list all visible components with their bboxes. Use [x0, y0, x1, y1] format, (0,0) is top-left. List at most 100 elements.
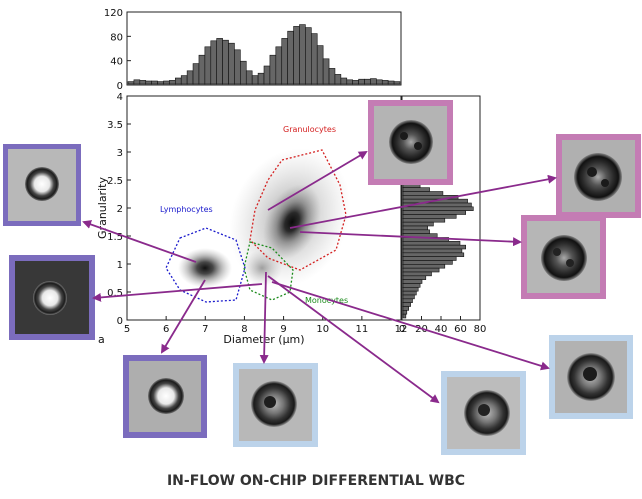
right-histogram-bar [402, 244, 467, 250]
x-tick-label: 8 [241, 324, 247, 335]
top-histogram-bar [234, 49, 241, 85]
top-histogram-bar [328, 68, 336, 85]
right-histogram-bar [402, 264, 446, 269]
right-histogram-bar [402, 310, 408, 315]
thumbnail-monocyte-2 [441, 371, 526, 455]
density-granulocyte [262, 184, 322, 260]
y-tick-label: 1 [117, 260, 123, 271]
right-histogram-bar [402, 271, 432, 277]
right-histogram-bar [402, 252, 465, 257]
right-histogram-bar [402, 221, 434, 227]
top-histogram-bar [228, 42, 235, 85]
right-histogram-bar [402, 225, 429, 231]
arrow-to-monocyte-1 [259, 271, 269, 364]
right-histogram-bar [402, 256, 457, 261]
top-histogram-bar [305, 27, 312, 85]
right-histogram-bar [402, 294, 415, 300]
gate-granulocytes [249, 149, 347, 271]
right-histogram-bar [402, 275, 427, 280]
thumbnail-granulocyte-1 [368, 100, 453, 185]
x-tick-label: 7 [202, 324, 208, 335]
arrow-to-lymphocyte-2 [92, 283, 263, 302]
top-histogram-bar [139, 80, 147, 85]
top-histogram-bar [334, 74, 342, 85]
top-histogram-bar [222, 39, 229, 85]
arrow-to-granulocyte-1 [267, 150, 368, 211]
x-tick-label: 5 [124, 324, 130, 335]
top-histogram-bar [180, 75, 188, 85]
top-histogram-bar [364, 78, 371, 85]
top-histogram-bar [352, 80, 359, 85]
right-histogram-bar [402, 187, 430, 192]
gates [165, 149, 347, 303]
thumbnail-granulocyte-2 [556, 134, 641, 218]
top-histogram-bar [257, 72, 265, 85]
arrow-to-monocyte-3 [271, 281, 550, 371]
top-histogram-bar [186, 70, 194, 85]
right-x-tick-label: 40 [435, 324, 448, 335]
top-histogram-bar [251, 75, 259, 85]
top-histogram-bar [245, 70, 253, 85]
y-tick-label: 4 [117, 92, 123, 103]
top-histogram-bar [387, 80, 395, 85]
gate-label-granulocytes: Granulocytes [283, 125, 336, 134]
gate-label-lymphocytes: Lymphocytes [160, 205, 213, 214]
right-x-tick-label: 60 [454, 324, 467, 335]
y-tick-label: 2 [117, 204, 123, 215]
right-histogram-bar [402, 260, 453, 265]
top-histogram-bar [281, 38, 288, 85]
x-tick-label: 10 [316, 324, 329, 335]
right-histogram-bar [402, 191, 444, 196]
right-histogram-bar [402, 290, 417, 296]
top-histogram-bar [393, 81, 401, 85]
arrow-to-lymphocyte-3 [160, 279, 206, 354]
top-histogram-bar [204, 46, 212, 85]
top-y-tick-label: 80 [110, 32, 123, 43]
thumbnail-lymphocyte-2 [9, 255, 95, 340]
top-histogram-bar [340, 77, 348, 85]
top-histogram-bar [376, 79, 383, 85]
thumbnail-monocyte-1 [233, 363, 318, 447]
top-histogram-bar [275, 46, 283, 85]
y-tick-label: 2.5 [107, 176, 123, 187]
top-histogram-bar [216, 38, 223, 85]
right-histogram-bar [402, 302, 411, 307]
right-x-tick-label: 0 [399, 324, 405, 335]
arrow-to-granulocyte-2 [289, 174, 557, 229]
right-histogram-bar [402, 298, 413, 303]
top-histogram-bar [311, 33, 318, 85]
right-histogram-bars [402, 179, 474, 319]
gate-label-monocytes: Monocytes [305, 296, 348, 305]
top-histogram-bar [370, 78, 377, 85]
top-histogram-bar [322, 58, 330, 85]
right-histogram-bar [402, 248, 463, 254]
top-histogram-bar [175, 77, 182, 85]
density-lymphocyte [178, 248, 232, 288]
connector-arrows [82, 150, 557, 404]
top-histogram-bar [145, 80, 152, 85]
top-histogram-bar [263, 65, 271, 85]
main-y-ticks: 00.511.522.533.54 [107, 92, 131, 327]
top-histogram-bar [210, 40, 217, 85]
right-histogram-bar [402, 313, 407, 319]
top-histogram-bar [358, 78, 365, 85]
x-tick-label: 9 [280, 324, 286, 335]
panel-label: a [98, 333, 105, 346]
y-tick-label: 1.5 [107, 232, 123, 243]
top-histogram-bars [127, 24, 401, 85]
right-histogram-bar [402, 287, 419, 292]
gate-monocytes [243, 241, 294, 301]
top-histogram-bar [293, 26, 300, 85]
thumbnail-monocyte-3 [549, 335, 633, 419]
right-histogram-bar [402, 214, 457, 219]
density-monocyte [242, 250, 282, 286]
thumbnail-lymphocyte-1 [3, 144, 81, 226]
top-histogram-bar [169, 80, 176, 85]
right-histogram-bar [402, 267, 440, 273]
top-histogram-bar [269, 54, 277, 85]
x-tick-label: 11 [355, 324, 368, 335]
top-histogram-bar [346, 79, 353, 85]
